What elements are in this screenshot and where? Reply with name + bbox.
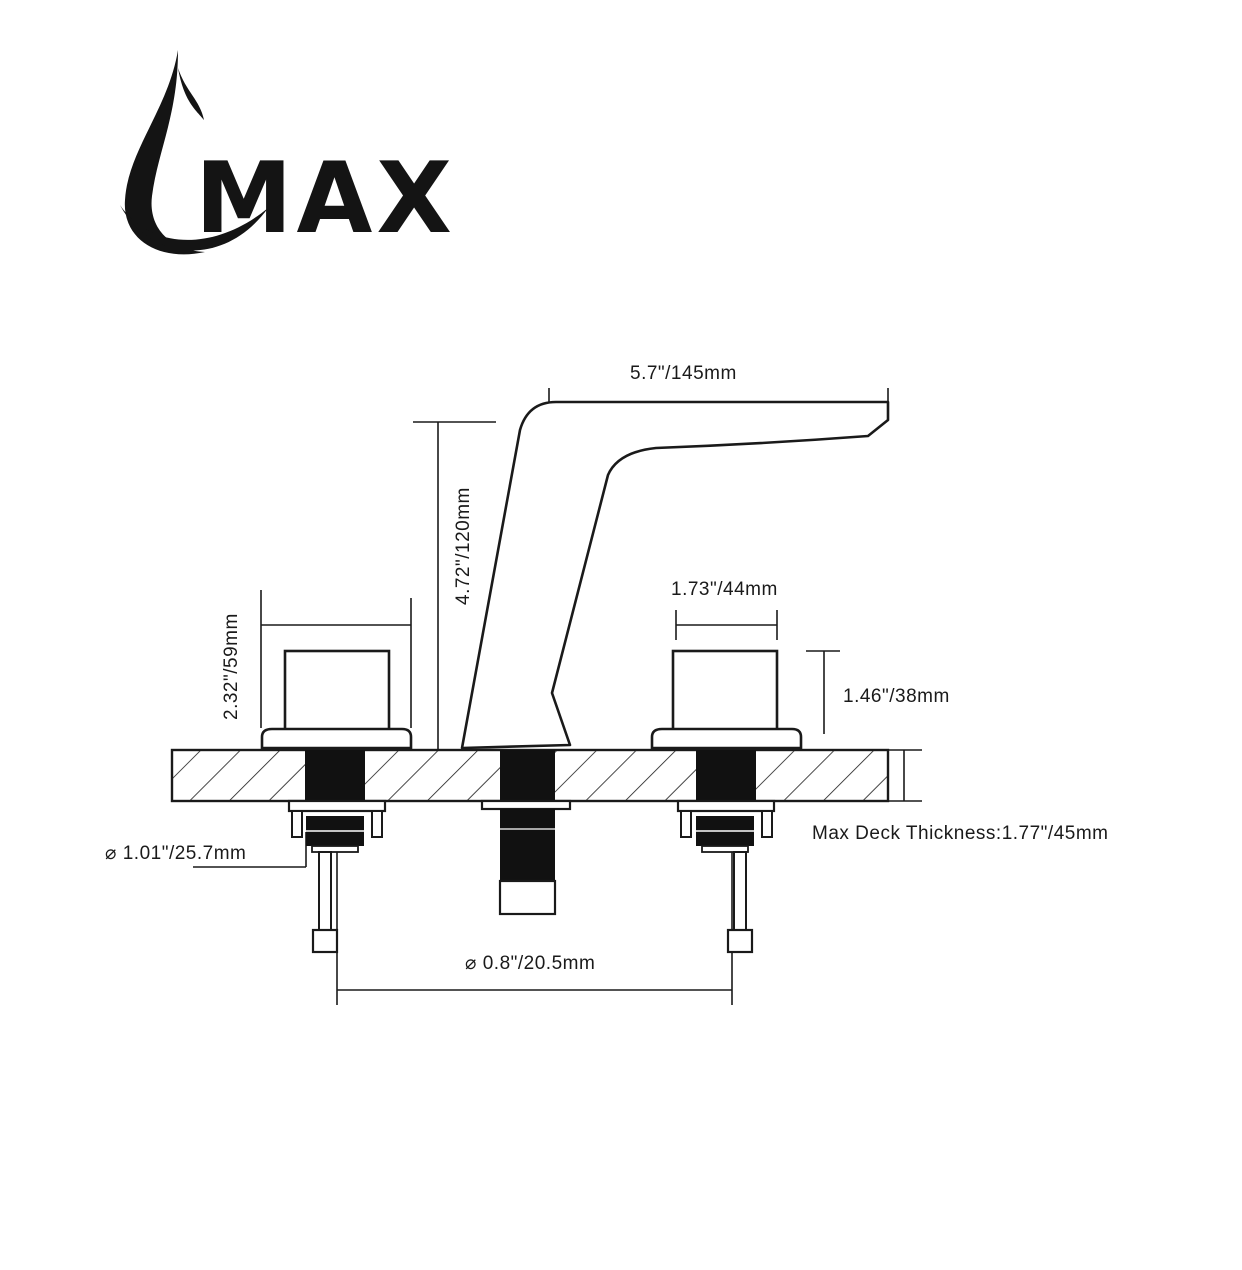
dimension-labels: 5.7"/145mm 4.72"/120mm 2.32"/59mm 1.73"/… bbox=[105, 363, 1109, 974]
left-supply-fitting bbox=[311, 928, 339, 954]
left-valve-body bbox=[305, 750, 365, 801]
spout-mounting-plate bbox=[480, 799, 572, 811]
drop-highlight bbox=[178, 68, 204, 120]
right-supply-fitting bbox=[726, 928, 754, 954]
spout-tail-end bbox=[498, 879, 557, 916]
left-nut-washer bbox=[311, 845, 359, 853]
wave-swoosh-icon bbox=[120, 205, 268, 251]
dimension-lines bbox=[193, 388, 922, 1005]
spout-reach-label: 5.7"/145mm bbox=[630, 363, 737, 384]
right-supply-line bbox=[733, 851, 747, 931]
spout-valve-body bbox=[500, 750, 555, 801]
spout-threaded-tail bbox=[500, 809, 555, 881]
left-bolt-a bbox=[291, 810, 303, 838]
left-handle-lever bbox=[283, 649, 391, 735]
handle-total-height-label: 2.32"/59mm bbox=[221, 613, 242, 720]
left-handle bbox=[260, 649, 413, 954]
right-bolt-a bbox=[680, 810, 692, 838]
right-handle-lever bbox=[671, 649, 779, 735]
handle-width-label: 1.73"/44mm bbox=[671, 579, 778, 600]
center-spacing-label: ⌀ 0.8"/20.5mm bbox=[465, 953, 595, 974]
right-valve-body bbox=[696, 750, 756, 801]
deck-thickness-label: Max Deck Thickness:1.77"/45mm bbox=[812, 823, 1109, 844]
spout-shank bbox=[480, 750, 572, 916]
left-handle-base bbox=[260, 727, 413, 750]
right-nut-washer bbox=[701, 845, 749, 853]
left-supply-line bbox=[318, 851, 332, 931]
brand-logo: MAX bbox=[120, 50, 456, 256]
right-mounting-plate bbox=[676, 799, 776, 813]
spout-height-label: 4.72"/120mm bbox=[453, 487, 474, 605]
right-handle bbox=[650, 649, 803, 954]
hole-diameter-label: ⌀ 1.01"/25.7mm bbox=[105, 843, 246, 864]
left-bolt-b bbox=[371, 810, 383, 838]
water-drop-icon bbox=[124, 50, 205, 255]
left-mounting-plate bbox=[287, 799, 387, 813]
handle-height-label: 1.46"/38mm bbox=[843, 686, 950, 707]
faucet-spout bbox=[460, 400, 890, 750]
right-handle-base bbox=[650, 727, 803, 750]
brand-name: MAX bbox=[195, 142, 456, 256]
right-bolt-b bbox=[761, 810, 773, 838]
